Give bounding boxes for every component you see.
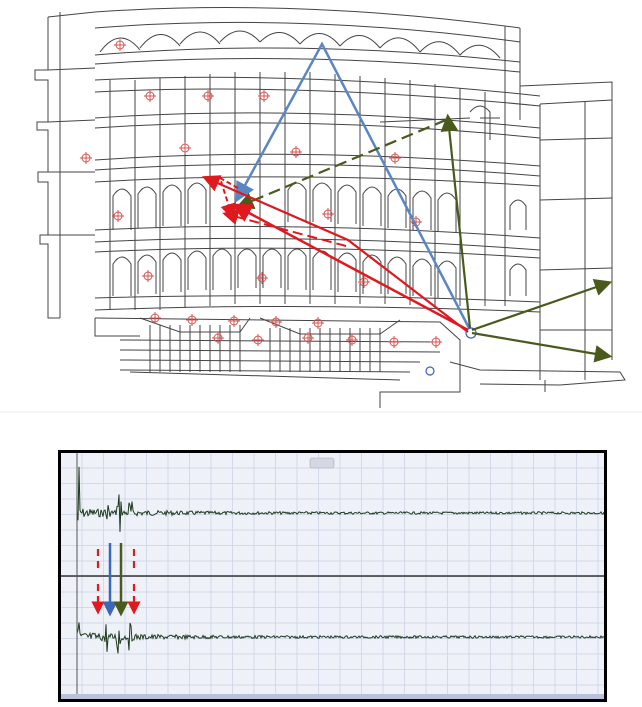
balcony-tiers <box>94 76 541 313</box>
sound-ray-paths <box>201 41 613 363</box>
outer-wall-left <box>34 11 96 319</box>
waveform-title-chip <box>309 457 335 469</box>
ray-outgoing-upper <box>471 278 613 332</box>
roof-vault <box>94 7 521 120</box>
box-partitions <box>109 72 506 310</box>
waveform-time-axis-strip <box>61 694 604 699</box>
waveform-trace-channel-1 <box>76 466 605 532</box>
ray-ceiling-reflection-blue <box>235 41 471 329</box>
arched-openings <box>112 182 527 298</box>
delay-arrows <box>98 543 134 609</box>
theatre-section-drawing <box>34 7 626 408</box>
ray-direct-red <box>231 203 469 332</box>
ray-outgoing-lower <box>471 331 613 363</box>
ray-reflection-red-short-dashed <box>218 175 239 220</box>
waveform-trace-channel-2 <box>76 622 605 654</box>
receiver-markers <box>80 39 442 348</box>
ray-side-reflection-green-dashed <box>235 118 447 210</box>
ray-reflection-red-solid <box>201 175 469 333</box>
stalls-seating <box>94 317 626 408</box>
ray-side-reflection-green-solid <box>440 113 472 329</box>
waveform-panel <box>58 450 607 702</box>
stage-house-right <box>379 81 613 380</box>
ray-reflection-red-dashed <box>222 209 347 247</box>
